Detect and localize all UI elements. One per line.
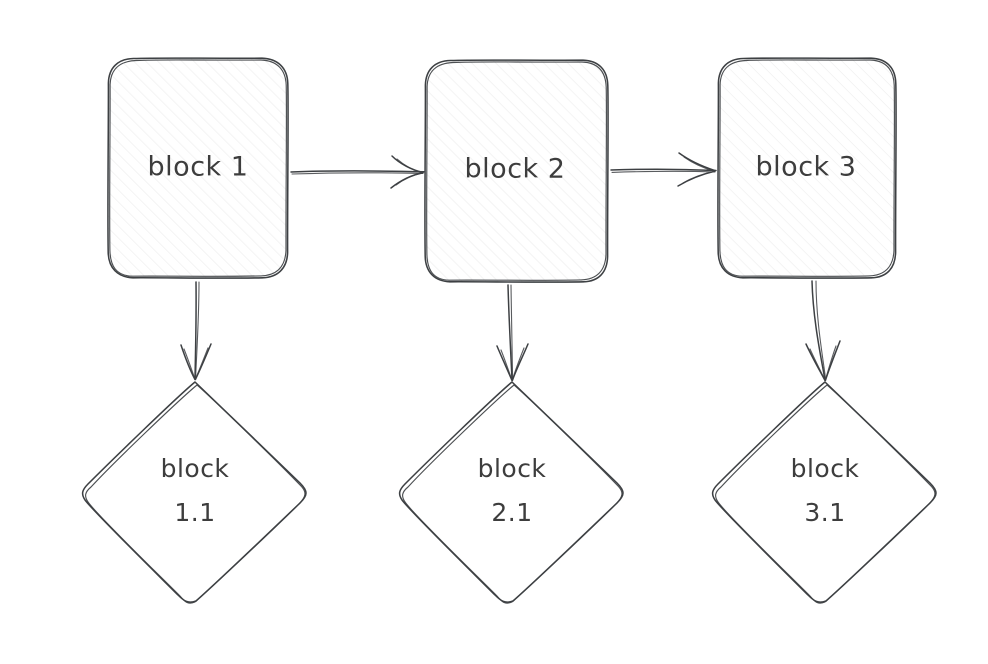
diamond-1-1-label-line2: 1.1 xyxy=(174,498,215,527)
edge-block1-to-block2[interactable] xyxy=(290,155,425,189)
diamond-2-1-label-line1: block xyxy=(478,454,547,483)
block-2-outline-second-pass xyxy=(426,61,608,281)
node-block-1[interactable]: block 1 xyxy=(107,57,289,279)
edge-4-line-second-pass xyxy=(510,284,514,380)
edge-1-line xyxy=(290,170,425,173)
block-1-label: block 1 xyxy=(148,152,249,183)
edge-2-line-second-pass xyxy=(611,170,716,173)
diamond-2-1-outline xyxy=(398,381,624,603)
block-2-label: block 2 xyxy=(465,154,566,185)
edge-3-line-second-pass xyxy=(195,281,200,379)
diamond-1-1-outline xyxy=(81,381,307,603)
edge-5-arrowhead-right-second xyxy=(824,345,837,381)
edge-5-line xyxy=(811,280,826,381)
edge-4-arrowhead-left-second xyxy=(500,349,513,381)
block-3-label: block 3 xyxy=(756,152,857,183)
edge-block2-to-block2-1[interactable] xyxy=(496,284,529,382)
edge-1-line-second-pass xyxy=(291,172,424,175)
node-block-2[interactable]: block 2 xyxy=(424,59,609,283)
block-1-outline xyxy=(107,57,289,279)
edge-block2-to-block3[interactable] xyxy=(610,152,717,187)
block-3-fill xyxy=(718,58,896,278)
block-1-outline-second-pass xyxy=(109,59,288,277)
edge-3-arrowhead-left-second xyxy=(183,348,196,380)
edge-2-line xyxy=(610,168,717,172)
edge-3-arrowhead-right-second xyxy=(194,347,209,380)
edge-1-arrowhead-upper-second xyxy=(396,158,423,174)
edge-2-arrowhead-lower xyxy=(677,170,716,187)
edge-2-arrowhead-upper-second xyxy=(683,156,715,172)
edge-5-arrowhead-right xyxy=(824,340,841,382)
node-block-1-1[interactable]: block 1.1 xyxy=(81,381,307,604)
edge-5-line-second-pass xyxy=(815,280,827,380)
block-2-fill xyxy=(425,60,608,282)
block-1-fill xyxy=(108,58,288,278)
block-2-outline xyxy=(424,59,609,283)
edge-1-arrowhead-upper xyxy=(391,155,424,174)
edge-1-arrowhead-lower xyxy=(390,172,424,189)
block-3-outline-second-pass xyxy=(719,59,896,277)
edge-3-line xyxy=(194,281,197,380)
edge-4-arrowhead-right xyxy=(511,343,529,382)
edge-block3-to-block3-1[interactable] xyxy=(805,280,841,382)
edge-4-line xyxy=(507,284,513,381)
edge-1-arrowhead-lower-second xyxy=(395,172,423,186)
node-block-2-1[interactable]: block 2.1 xyxy=(398,381,624,604)
diamond-3-1-outline-second-pass xyxy=(715,384,936,604)
diamond-1-1-outline-second-pass xyxy=(85,384,306,604)
diamond-3-1-outline xyxy=(711,381,937,603)
diamond-3-1-label-line2: 3.1 xyxy=(804,498,845,527)
edge-5-arrowhead-left-second xyxy=(809,348,826,381)
diamond-2-1-outline-second-pass xyxy=(402,384,623,604)
edge-block1-to-block1-1[interactable] xyxy=(180,281,212,381)
block-3-outline xyxy=(717,57,897,279)
diamond-2-1-label-line2: 2.1 xyxy=(491,498,532,527)
edge-4-arrowhead-right-second xyxy=(511,347,525,381)
edge-2-arrowhead-upper xyxy=(678,152,716,172)
node-block-3[interactable]: block 3 xyxy=(717,57,897,279)
node-block-3-1[interactable]: block 3.1 xyxy=(711,381,937,604)
edge-2-arrowhead-lower-second xyxy=(682,170,715,184)
diamond-3-1-label-line1: block xyxy=(791,454,860,483)
diamond-1-1-label-line1: block xyxy=(161,454,230,483)
